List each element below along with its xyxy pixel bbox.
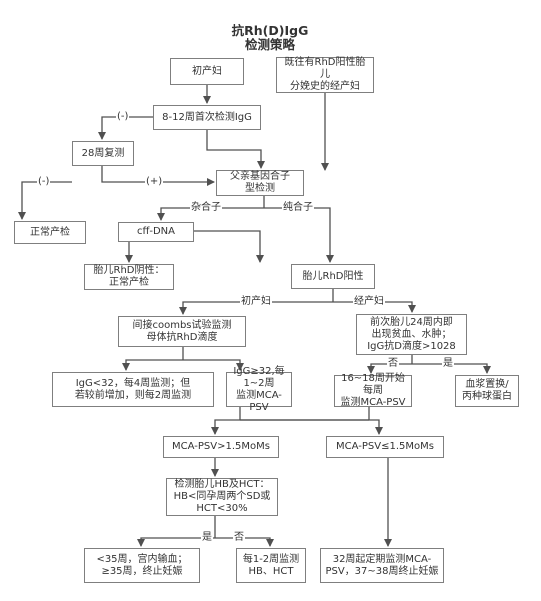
edge-label-multipara: 经产妇: [353, 296, 385, 308]
node-text: 每1-2周监测: [242, 553, 300, 565]
node-text: 胎儿RhD阳性: [302, 270, 364, 282]
node-igg-32-or-more: IgG≥32,每1~2周监测MCA-PSV: [226, 366, 292, 413]
edge-label-negative-2: (-): [37, 176, 51, 188]
node-text: MCA-PSV>1.5MoMs: [172, 441, 270, 452]
node-previous-fetus-anemia: 前次胎儿24周内即出现贫血、水肿；IgG抗D滴度>1028: [356, 314, 467, 355]
edge-label-yes-2: 是: [201, 532, 213, 544]
edge-label-no-1: 否: [387, 358, 399, 370]
node-text: <35周，宫内输血；: [96, 553, 188, 565]
node-text: 父亲基因合子: [230, 171, 290, 182]
node-text: 出现贫血、水肿；: [371, 328, 452, 340]
node-first-igg-test: 8-12周首次检测IgG: [153, 105, 261, 130]
node-text: 既往有RhD阳性胎儿: [284, 57, 366, 80]
node-text: 正常产检: [109, 277, 149, 288]
diagram-title: 抗Rh(D)IgG 检测策略: [170, 24, 370, 52]
node-text: IgG抗D滴度>1028: [367, 340, 456, 352]
node-text: MCA-PSV≤1.5MoMs: [336, 441, 434, 452]
title-line-2: 检测策略: [244, 37, 295, 52]
node-text: cff-DNA: [136, 226, 176, 237]
node-text: 前次胎儿24周内即: [370, 316, 453, 328]
node-text: 间接coombs试验监测: [132, 319, 232, 331]
edge-label-homozygous: 纯合子: [282, 202, 314, 214]
node-primipara: 初产妇: [170, 58, 244, 85]
edge-label-yes-1: 是: [442, 358, 454, 370]
node-text: PSV，37~38周终止妊娠: [325, 565, 439, 577]
node-text: IgG≥32,每1~2周: [233, 365, 285, 389]
edge-label-no-2: 否: [233, 532, 245, 544]
node-indirect-coombs: 间接coombs试验监测母体抗RhD滴度: [118, 316, 246, 347]
node-text: 32周起定期监测MCA-: [332, 553, 432, 565]
node-week-32-monitoring: 32周起定期监测MCA-PSV，37~38周终止妊娠: [320, 548, 444, 583]
node-text: IgG<32，每4周监测；但: [75, 377, 191, 389]
node-text: 检测胎儿HB及HCT：: [174, 479, 270, 490]
node-text: 监测MCA-PSV: [236, 389, 282, 413]
node-text: 初产妇: [192, 65, 222, 77]
node-retest-28-weeks: 28周复测: [72, 141, 134, 166]
edge-label-negative-1: (-): [116, 111, 130, 123]
node-text: HB、HCT: [248, 565, 294, 577]
node-plasma-exchange: 血浆置换/丙种球蛋白: [455, 375, 519, 407]
node-text: ≥35周，终止妊娠: [101, 565, 183, 577]
edge-label-primipara: 初产妇: [240, 296, 272, 308]
node-igg-below-32: IgG<32，每4周监测；但若较前增加，则每2周监测: [52, 372, 214, 407]
node-text: 型检测: [245, 183, 275, 194]
node-cff-dna: cff-DNA: [118, 222, 194, 242]
node-text: 胎儿RhD阴性：: [93, 265, 165, 276]
node-intrauterine-transfusion: <35周，宫内输血；≥35周，终止妊娠: [84, 548, 200, 583]
edge-label-positive: (+): [145, 176, 164, 188]
node-text: 分娩史的经产妇: [290, 81, 360, 92]
node-text: 监测MCA-PSV: [340, 397, 406, 408]
node-text: HB<同孕周两个SD或: [173, 491, 271, 502]
node-history-rhd-positive: 既往有RhD阳性胎儿分娩史的经产妇: [276, 57, 374, 93]
title-line-1: 抗Rh(D)IgG: [231, 23, 309, 38]
node-normal-prenatal: 正常产检: [14, 221, 86, 244]
node-text: 8-12周首次检测IgG: [162, 111, 252, 123]
node-text: 母体抗RhD滴度: [146, 331, 218, 343]
node-weekly-from-16-18: 16~18周开始每周监测MCA-PSV: [334, 373, 412, 408]
node-mca-psv-high: MCA-PSV>1.5MoMs: [163, 436, 279, 458]
edge-label-heterozygous: 杂合子: [190, 202, 222, 214]
node-text: 丙种球蛋白: [462, 391, 512, 402]
node-text: 若较前增加，则每2周监测: [74, 389, 192, 401]
node-fetal-rhd-negative: 胎儿RhD阴性：正常产检: [84, 264, 174, 290]
node-mca-psv-low: MCA-PSV≤1.5MoMs: [326, 436, 444, 458]
node-text: 血浆置换/: [465, 379, 509, 390]
node-text: HCT<30%: [196, 503, 248, 514]
node-text: 正常产检: [30, 226, 70, 238]
node-paternal-zygosity: 父亲基因合子型检测: [216, 170, 304, 196]
node-text: 16~18周开始每周: [341, 373, 405, 396]
node-text: 28周复测: [81, 147, 125, 159]
node-fetal-rhd-positive: 胎儿RhD阳性: [291, 264, 375, 289]
